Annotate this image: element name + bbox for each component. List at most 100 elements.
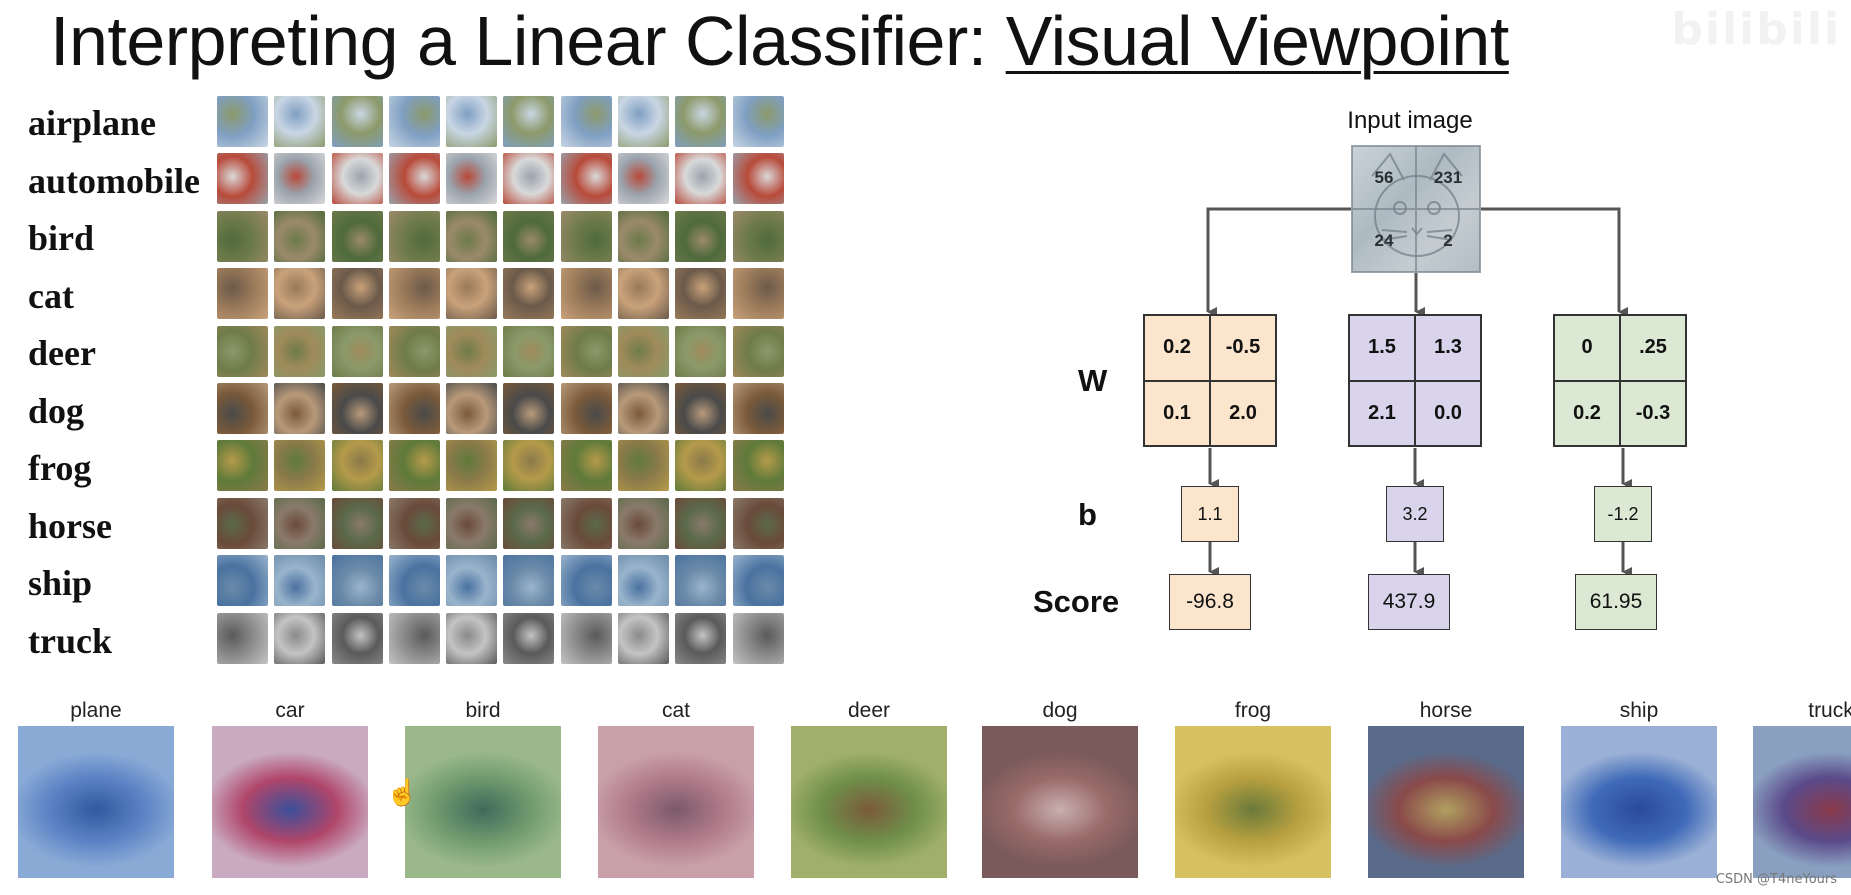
sample-thumbnail	[446, 497, 498, 549]
score-box-1: 437.9	[1368, 574, 1450, 630]
sample-thumbnail	[388, 268, 440, 320]
weight-cell: 1.5	[1349, 315, 1415, 381]
title-emphasis: Visual Viewpoint	[1005, 2, 1510, 80]
sample-thumbnail	[675, 96, 727, 147]
template-label: ship	[1619, 699, 1659, 722]
sample-thumbnail	[388, 210, 440, 262]
sample-thumbnail	[217, 612, 268, 664]
weight-cell: 0.1	[1144, 380, 1210, 446]
weight-cell: 1.3	[1415, 315, 1481, 381]
sample-thumbnail	[446, 382, 498, 434]
sample-thumbnail	[675, 497, 727, 549]
sample-thumbnail	[217, 382, 268, 434]
sample-thumbnail	[331, 96, 383, 147]
sample-thumbnail	[217, 555, 268, 607]
sample-thumbnail	[388, 153, 440, 205]
csdn-credit: CSDN @T4neYours	[1715, 872, 1837, 887]
template-label: deer	[847, 699, 891, 722]
template-deer: deer	[791, 698, 947, 878]
page-title: Interpreting a Linear Classifier: Visual…	[50, 2, 1509, 80]
template-frog: frog	[1175, 698, 1331, 878]
class-label-deer: deer	[28, 333, 96, 373]
class-label-truck: truck	[28, 620, 112, 661]
sample-thumbnail	[446, 440, 498, 492]
title-prefix: Interpreting a Linear Classifier:	[50, 2, 1006, 80]
sample-thumbnail	[446, 555, 498, 607]
sample-thumbnail	[618, 210, 670, 262]
template-label: cat	[661, 699, 690, 722]
weight-cell: -0.5	[1210, 315, 1276, 381]
class-label-airplane: airplane	[28, 103, 157, 143]
weight-cell: 2.0	[1210, 380, 1276, 446]
sample-thumbnail	[618, 153, 670, 205]
weight-cell: -0.3	[1620, 380, 1686, 446]
template-image	[1753, 726, 1851, 878]
pixel-cell: 56	[1352, 146, 1416, 209]
sample-thumbnail	[675, 325, 727, 377]
sample-thumbnail	[675, 268, 727, 320]
sample-thumbnail	[446, 96, 498, 147]
sample-thumbnail	[560, 325, 612, 377]
template-label: dog	[1042, 699, 1078, 722]
sample-thumbnail	[675, 382, 727, 434]
sample-thumbnail	[732, 325, 784, 377]
input-image: 56 231 24 2	[1351, 145, 1481, 273]
sample-thumbnail	[446, 153, 498, 205]
sample-thumbnail	[503, 210, 555, 262]
sample-thumbnail	[503, 268, 555, 320]
sample-thumbnail	[217, 210, 268, 262]
b-row-label: b	[1078, 497, 1097, 532]
template-cat: cat	[598, 698, 754, 878]
bilibili-watermark: bilibili	[1671, 4, 1841, 55]
sample-thumbnail	[732, 268, 784, 320]
sample-thumbnail	[732, 210, 784, 262]
sample-thumbnail	[331, 497, 383, 549]
sample-thumbnail	[274, 325, 326, 377]
sample-thumbnail	[503, 497, 555, 549]
sample-thumbnail	[503, 440, 555, 492]
sample-thumbnail	[274, 497, 326, 549]
weight-matrix-2: 0 .25 0.2 -0.3	[1553, 314, 1687, 447]
diagram-connectors	[1206, 207, 1632, 577]
sample-thumbnail	[274, 153, 326, 205]
score-box-2: 61.95	[1575, 574, 1657, 630]
sample-thumbnail	[503, 96, 555, 147]
class-label-ship: ship	[28, 563, 93, 603]
sample-thumbnail	[732, 555, 784, 607]
class-label-automobile: automobile	[28, 160, 201, 201]
sample-thumbnail	[331, 268, 383, 320]
sample-thumbnail	[732, 382, 784, 434]
sample-thumbnail	[560, 497, 612, 549]
template-truck: truck	[1753, 698, 1851, 878]
template-plane: plane	[18, 698, 174, 878]
class-label-cat: cat	[28, 275, 74, 316]
cifar-sample-grid	[217, 96, 784, 664]
sample-thumbnail	[331, 153, 383, 205]
sample-thumbnail	[618, 382, 670, 434]
sample-thumbnail	[618, 440, 670, 492]
sample-thumbnail	[274, 382, 326, 434]
sample-thumbnail	[560, 268, 612, 320]
bias-box-2: -1.2	[1594, 486, 1652, 542]
linear-classifier-diagram: Input image 56 231 24 2 W b Score 0.2 -0…	[1033, 107, 1687, 630]
weight-cell: 0.2	[1554, 380, 1620, 446]
sample-thumbnail	[618, 612, 670, 664]
class-label-dog: dog	[28, 390, 85, 431]
sample-thumbnail	[732, 96, 784, 147]
class-label-horse: horse	[28, 505, 112, 546]
sample-thumbnail	[675, 612, 727, 664]
sample-thumbnail	[331, 210, 383, 262]
sample-thumbnail	[331, 555, 383, 607]
sample-thumbnail	[560, 210, 612, 262]
weight-cell: 2.1	[1349, 380, 1415, 446]
sample-thumbnail	[446, 268, 498, 320]
weight-matrix-0: 0.2 -0.5 0.1 2.0	[1143, 314, 1277, 447]
pixel-cell: 231	[1416, 146, 1480, 209]
sample-thumbnail	[217, 153, 268, 205]
sample-thumbnail	[560, 612, 612, 664]
bias-box-1: 3.2	[1386, 486, 1444, 542]
template-dog: dog	[982, 698, 1138, 878]
sample-thumbnail	[732, 440, 784, 492]
sample-thumbnail	[446, 325, 498, 377]
